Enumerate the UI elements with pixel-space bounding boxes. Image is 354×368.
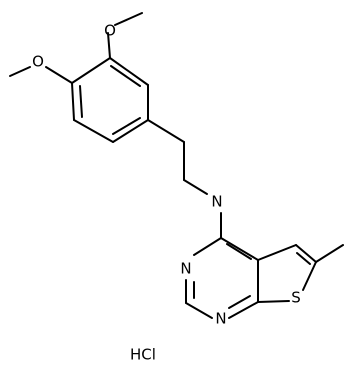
salt-label: HCl: [130, 346, 156, 364]
ring-bond: [73, 119, 114, 143]
bond-ch3-o-para: [9, 66, 31, 77]
bond-methyl: [315, 244, 344, 263]
bond-ring-ch2: [147, 119, 185, 143]
ring-double-bond: [226, 243, 252, 260]
thiophene-ring: [257, 244, 317, 303]
ring-double-bond: [228, 295, 251, 309]
ring-bond: [228, 301, 259, 319]
benzene-ring: [71, 57, 149, 143]
bond-o-ring-meta: [107, 32, 111, 59]
ring-bond: [112, 119, 149, 143]
ring-double-bond: [296, 252, 311, 265]
pyrimidine-nitrogen-bottom-label: N: [215, 310, 226, 328]
ring-double-bond: [110, 65, 141, 87]
ring-double-bond: [112, 117, 141, 135]
bond-o-ring-para: [45, 66, 73, 84]
sulfur-label: S: [291, 289, 301, 307]
ring-bond: [302, 261, 317, 291]
ring-bond: [71, 57, 111, 84]
ring-bond: [220, 237, 259, 261]
ring-bond: [193, 237, 222, 256]
ring-double-bond: [79, 85, 83, 118]
ring-bond: [257, 244, 297, 261]
ring-bond: [109, 57, 149, 86]
bond-ch3-o-meta: [114, 12, 143, 26]
ring-bond: [257, 300, 290, 303]
methoxy-meta: [107, 12, 143, 59]
oxygen-meta-label: O: [104, 22, 116, 40]
pyrimidine-nitrogen-top-label: N: [180, 260, 191, 278]
ethyl-linker: [147, 119, 208, 195]
bond-ch2-nh: [183, 179, 208, 195]
oxygen-para-label: O: [32, 53, 44, 71]
ring-bond: [295, 244, 317, 263]
ring-bond: [71, 82, 75, 121]
pyrimidine-ring: [185, 237, 259, 319]
amine-nitrogen-label: N: [211, 193, 222, 211]
ring-bond: [185, 302, 213, 319]
methoxy-para: [9, 66, 73, 84]
